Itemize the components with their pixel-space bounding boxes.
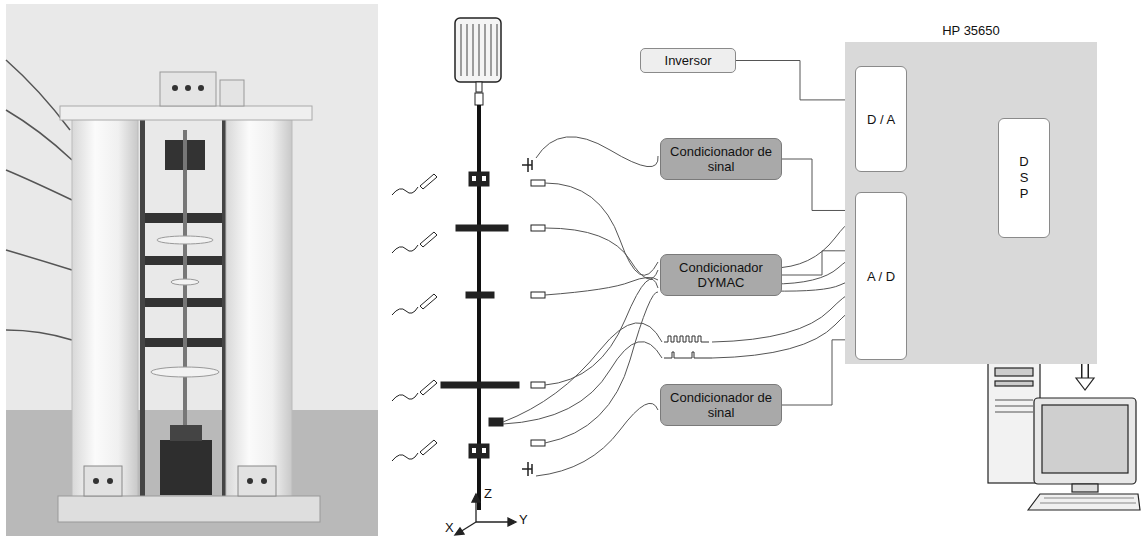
box-label: Condicionador de sinal	[661, 144, 781, 174]
test-rig-photo	[6, 4, 378, 536]
axis-label: Z	[484, 486, 492, 501]
box-label: A / D	[867, 269, 895, 284]
motor-and-rotor	[441, 18, 519, 510]
signal-conditioner-box: Condicionador de sinal	[660, 384, 782, 426]
processor-box: D S P	[998, 118, 1050, 238]
dymac-conditioner-box: Condicionador DYMAC	[660, 254, 782, 296]
accelerometer-pens	[392, 174, 437, 461]
axis-label: Y	[519, 512, 528, 527]
proximity-probes	[522, 158, 545, 476]
box-label: D / A	[867, 112, 895, 127]
coil-and-pulse-symbols	[664, 336, 712, 358]
axis-label: X	[445, 520, 454, 535]
converter-box: A / D	[855, 192, 907, 360]
converter-box: D / A	[855, 66, 907, 172]
signal-conditioner-box: Condicionador de sinal	[660, 138, 782, 180]
box-label: D S P	[1018, 154, 1031, 203]
computer-icon	[988, 345, 1140, 510]
analyzer-panel: HP 35650D / AA / DD S P	[845, 42, 1097, 364]
signal-wire	[736, 61, 855, 100]
box-label: Condicionador DYMAC	[661, 260, 781, 290]
box-label: Inversor	[665, 53, 712, 68]
inverter-box: Inversor	[640, 48, 736, 73]
sensor-wires	[503, 137, 856, 476]
box-label: Condicionador de sinal	[661, 390, 781, 420]
panel-heading: HP 35650	[845, 23, 1097, 38]
